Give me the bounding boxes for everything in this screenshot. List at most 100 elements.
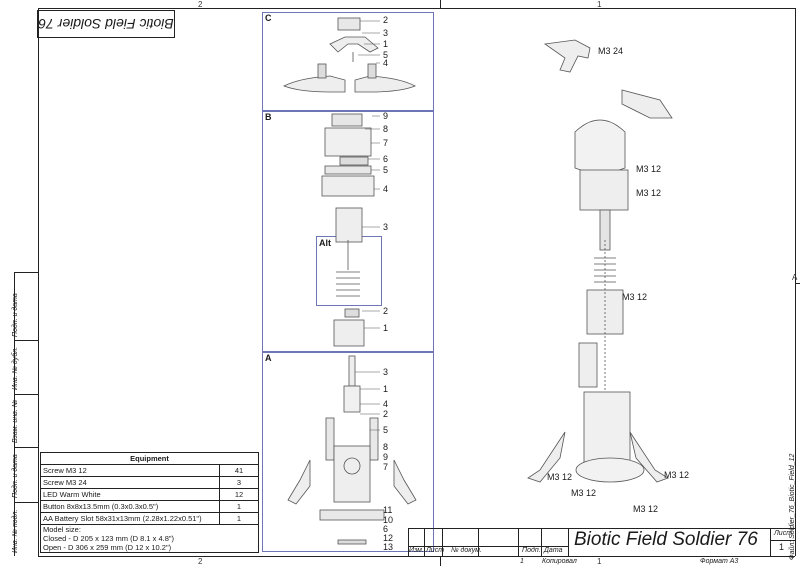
- panel-c: [262, 12, 434, 111]
- equipment-name: LED Warm White: [40, 488, 220, 501]
- side-field-divider: [14, 272, 38, 273]
- title-block-col: [478, 528, 479, 556]
- callout-c-1: 1: [383, 39, 389, 49]
- zone-divider-side: [795, 283, 800, 284]
- tb-col-date: Дата: [544, 547, 563, 554]
- screw-label-m3-12: M3 12: [633, 504, 659, 514]
- zone-label-top-1: 1: [597, 0, 602, 9]
- title-block-row: [770, 540, 795, 541]
- screw-label-m3-12: M3 12: [547, 472, 573, 482]
- zone-label-bottom-1: 1: [597, 557, 602, 566]
- title-block-col: [442, 528, 443, 556]
- zone-divider-top: [440, 0, 441, 8]
- tb-copied: Копировал: [542, 558, 577, 565]
- callout-b-9: 9: [383, 111, 389, 121]
- title-block-col: [424, 528, 425, 556]
- callout-a-1: 1: [383, 384, 389, 394]
- callout-a-2: 2: [383, 409, 389, 419]
- panel-c-letter: C: [265, 13, 272, 23]
- equipment-qty: 1: [219, 500, 259, 513]
- callout-a-13: 13: [383, 542, 394, 552]
- title-block-col: [568, 528, 569, 556]
- tb-col-change: Изм.: [409, 547, 424, 554]
- equipment-name: Screw M3 24: [40, 476, 220, 489]
- table-row: Button 8x8x13.5mm (0.3x0.3x0.5")1: [40, 500, 259, 513]
- title-block-col: [518, 528, 519, 556]
- model-size-closed: Closed - D 205 x 123 mm (D 8.1 x 4.8"): [43, 534, 175, 543]
- tb-col-doc: № докум.: [451, 547, 482, 554]
- tb-format: Формат A3: [700, 558, 739, 565]
- equipment-name: Button 8x8x13.5mm (0.3x0.3x0.5"): [40, 500, 220, 513]
- callout-b-5: 5: [383, 165, 389, 175]
- frame-top: [38, 8, 795, 9]
- tb-bottom-num: 1: [520, 558, 524, 565]
- equipment-name: AA Battery Slot 58x31x13mm (2.28x1.22x0.…: [40, 512, 220, 525]
- zone-label-side-a: A: [792, 273, 798, 282]
- callout-c-2: 2: [383, 15, 389, 25]
- callout-a-3: 3: [383, 367, 389, 377]
- side-strip-left: [14, 272, 15, 556]
- title-block-row: [408, 546, 568, 547]
- equipment-qty: 1: [219, 512, 259, 525]
- model-size-cell: Model size: Closed - D 205 x 123 mm (D 8…: [40, 524, 259, 553]
- callout-a-8: 8: [383, 442, 389, 452]
- screw-label-m3-12: M3 12: [664, 470, 690, 480]
- equipment-name: Screw M3 12: [40, 464, 220, 477]
- side-field-divider: [14, 447, 38, 448]
- frame-left: [38, 8, 39, 556]
- callout-b-6: 6: [383, 154, 389, 164]
- panel-a-parts: [287, 355, 417, 545]
- panel-b-letter: B: [265, 112, 272, 122]
- callout-a-5: 5: [383, 425, 389, 435]
- callout-alt-1: 1: [383, 323, 389, 333]
- title-block-col: [770, 528, 771, 556]
- callout-a-4: 4: [383, 399, 389, 409]
- equipment-heading: Equipment: [40, 452, 259, 465]
- panel-alt-letter: Alt: [319, 238, 331, 248]
- panel-c-parts: [282, 17, 416, 93]
- assembly-view: [527, 39, 673, 483]
- screw-label-m3-12: M3 12: [636, 164, 662, 174]
- tb-col-sheet: Лист: [426, 547, 445, 554]
- side-field-divider: [14, 502, 38, 503]
- side-field-divider: [14, 340, 38, 341]
- callout-b-8: 8: [383, 124, 389, 134]
- zone-label-top-2: 2: [198, 0, 203, 9]
- callout-a-7: 7: [383, 462, 389, 472]
- zone-label-bottom-2: 2: [198, 557, 203, 566]
- tb-sheet-label: Лист: [774, 530, 793, 537]
- screw-label-m3-12: M3 12: [636, 188, 662, 198]
- callout-b-3: 3: [383, 222, 389, 232]
- callout-a-12: 12: [383, 533, 394, 543]
- callout-a-6: 6: [383, 524, 389, 534]
- title-block-left: [408, 528, 409, 556]
- frame-right: [795, 8, 796, 556]
- callout-c-3: 3: [383, 28, 389, 38]
- panel-b: [262, 111, 434, 352]
- callout-a-11: 11: [383, 505, 393, 515]
- title-block-top: [408, 528, 795, 529]
- title-block-col: [541, 528, 542, 556]
- frame-bottom: [38, 556, 795, 557]
- screw-label-m3-12: M3 12: [571, 488, 597, 498]
- callout-c-4: 4: [383, 58, 389, 68]
- callout-b-4: 4: [383, 184, 389, 194]
- callout-alt-2: 2: [383, 306, 389, 316]
- table-row: AA Battery Slot 58x31x13mm (2.28x1.22x0.…: [40, 512, 259, 525]
- tb-col-sign: Подп.: [522, 547, 541, 554]
- drawing-title: Biotic Field Soldier 76: [574, 529, 758, 550]
- panel-a-letter: A: [265, 353, 272, 363]
- table-row: Model size: Closed - D 205 x 123 mm (D 8…: [40, 524, 259, 553]
- callout-a-10: 10: [383, 515, 394, 525]
- callout-a-9: 9: [383, 452, 389, 462]
- zone-divider-bottom: [440, 556, 441, 566]
- panel-b-parts: [321, 113, 380, 347]
- tb-sheet-number: 1: [779, 542, 785, 552]
- screw-label-m3-12: M3 12: [622, 292, 648, 302]
